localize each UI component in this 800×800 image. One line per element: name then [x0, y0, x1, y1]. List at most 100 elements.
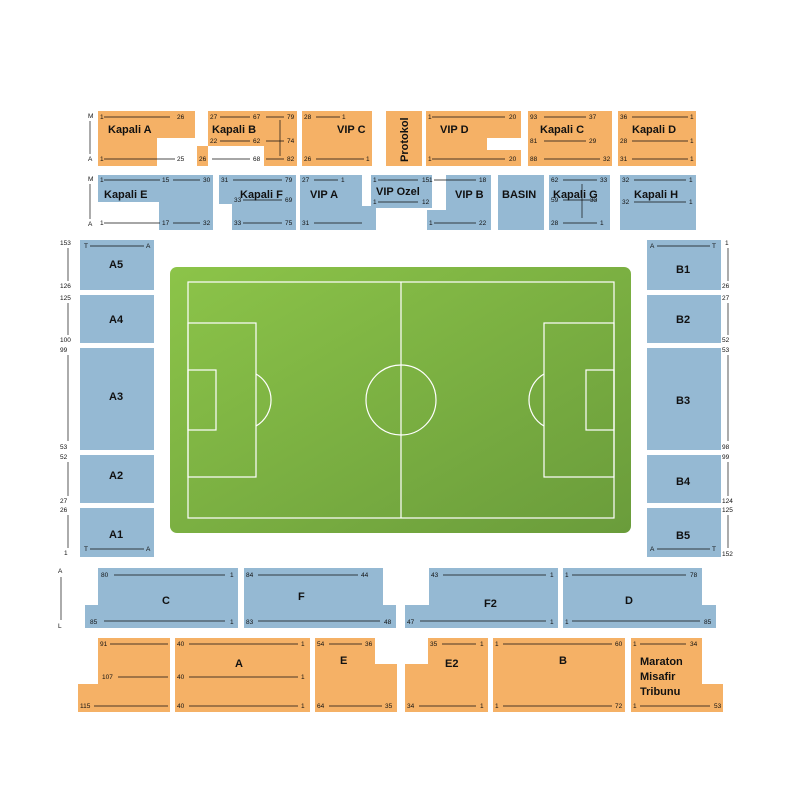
section-label: VIP D: [440, 124, 469, 136]
section-a4[interactable]: 125 100 A4: [60, 295, 154, 344]
section-protokol[interactable]: Protokol: [386, 111, 422, 166]
seat-number: 64: [317, 703, 325, 710]
seat-number: A: [650, 243, 655, 250]
section-label: VIP A: [310, 189, 338, 201]
section-label: A2: [109, 470, 123, 482]
seat-number: T: [84, 546, 88, 553]
section-kapali-f[interactable]: 31 79 33 69 33 75 Kapali F: [219, 175, 296, 230]
seat-number: 72: [615, 703, 623, 710]
seat-number: A: [88, 221, 93, 228]
section-kapali-a[interactable]: 1 26 1 25 Kapali A: [98, 111, 195, 166]
section-label: Kapali D: [632, 124, 676, 136]
seat-number: 26: [60, 507, 68, 514]
seat-number: 53: [714, 703, 722, 710]
section-kapali-d[interactable]: 36 1 28 1 31 1 Kapali D: [618, 111, 696, 166]
seat-number: 1: [100, 156, 104, 163]
seat-number: 1: [100, 114, 104, 121]
seat-number: 30: [203, 177, 211, 184]
seat-number: 124: [722, 498, 733, 505]
section-a1[interactable]: T A 26 1 A1: [60, 507, 154, 557]
section-vip-c[interactable]: 28 1 26 1 VIP C: [302, 111, 372, 166]
section-a3[interactable]: 99 53 A3: [60, 347, 154, 451]
section-vip-ozel[interactable]: 1 15 1 12 VIP Ozel: [371, 175, 432, 208]
section-d[interactable]: 1 78 1 85 D: [563, 568, 716, 628]
seat-number: 31: [302, 220, 310, 227]
seat-number: 85: [90, 619, 98, 626]
section-label: F: [298, 591, 305, 603]
section-a-lower-left[interactable]: 91 107 115: [78, 638, 170, 712]
section-label: Misafir: [640, 671, 676, 683]
section-label: Protokol: [399, 117, 411, 162]
seat-number: 22: [210, 138, 218, 145]
section-vip-d[interactable]: 1 20 1 20 VIP D: [426, 111, 521, 166]
section-label: Kapali C: [540, 124, 584, 136]
seat-number: 1: [725, 240, 729, 247]
seat-number: 52: [722, 337, 730, 344]
section-label: Kapali B: [212, 124, 256, 136]
section-maraton-misafir-tribunu[interactable]: 1 34 1 53 Maraton Misafir Tribunu: [631, 638, 723, 712]
seat-number: 44: [361, 572, 369, 579]
section-b5[interactable]: A T 125 152 B5: [647, 507, 733, 558]
section-label: Tribunu: [640, 686, 680, 698]
seat-number: 53: [722, 347, 730, 354]
seat-number: T: [84, 243, 88, 250]
seat-number: 59: [551, 197, 559, 204]
section-basin[interactable]: BASIN: [498, 175, 544, 230]
section-f[interactable]: 84 44 83 48 F: [244, 568, 396, 628]
section-e[interactable]: 54 36 64 35 E: [315, 638, 397, 712]
section-label: VIP Ozel: [376, 186, 420, 198]
section-b3[interactable]: 53 98 B3: [647, 347, 730, 451]
section-label: B4: [676, 476, 691, 488]
seat-number: 29: [589, 138, 597, 145]
section-label: A4: [109, 314, 124, 326]
section-a5[interactable]: T A 153 126 A5: [60, 240, 154, 290]
section-label: E: [340, 655, 347, 667]
seat-number: 1: [689, 199, 693, 206]
seat-number: 28: [620, 138, 628, 145]
section-kapali-c[interactable]: 93 37 81 29 88 32 Kapali C: [528, 111, 612, 166]
section-b1[interactable]: A T 1 26 B1: [647, 240, 730, 290]
seat-number: 1: [373, 177, 377, 184]
seat-number: 12: [422, 199, 430, 206]
section-a-lower[interactable]: 40 1 40 1 40 1 A: [175, 638, 310, 712]
section-label: D: [625, 595, 633, 607]
section-e2[interactable]: 35 1 34 1 E2: [405, 638, 488, 712]
section-f2[interactable]: 43 1 47 1 F2: [405, 568, 558, 628]
seat-number: 74: [287, 138, 295, 145]
section-b4[interactable]: 99 124 B4: [647, 454, 733, 505]
seat-number: 43: [431, 572, 439, 579]
seat-number: 1: [428, 114, 432, 121]
seat-number: 81: [530, 138, 538, 145]
seat-number: 1: [689, 177, 693, 184]
section-vip-a[interactable]: 27 1 31 1 VIP A: [300, 175, 372, 230]
seat-number: 60: [615, 641, 623, 648]
seat-number: 35: [385, 703, 393, 710]
row-letters: M A M A A L: [58, 113, 93, 630]
seat-number: T: [712, 243, 716, 250]
seat-number: 99: [60, 347, 68, 354]
seat-number: 1: [495, 641, 499, 648]
section-b2[interactable]: 27 52 B2: [647, 295, 730, 344]
football-pitch: [170, 267, 631, 533]
seat-number: 84: [246, 572, 254, 579]
section-label: Kapali G: [553, 189, 598, 201]
section-kapali-h[interactable]: 32 1 32 1 Kapali H: [620, 175, 696, 230]
seat-number: 15: [422, 177, 430, 184]
section-a2[interactable]: 52 27 A2: [60, 454, 154, 505]
seat-number: 32: [603, 156, 611, 163]
section-label: Kapali H: [634, 189, 678, 201]
seat-number: 17: [162, 220, 170, 227]
seat-number: 36: [620, 114, 628, 121]
seat-number: 27: [302, 177, 310, 184]
seat-number: 1: [301, 674, 305, 681]
section-label: E2: [445, 658, 458, 670]
section-kapali-g[interactable]: 62 33 59 33 28 1 Kapali G: [549, 175, 610, 230]
seat-number: 1: [550, 572, 554, 579]
seat-number: 153: [60, 240, 71, 247]
section-b-lower[interactable]: 1 60 1 72 B: [493, 638, 625, 712]
section-kapali-b[interactable]: 27 67 79 22 62 74 26 68 82 Kapali B: [197, 111, 297, 166]
section-kapali-e[interactable]: 1 15 30 1 17 32 Kapali E: [98, 175, 213, 230]
section-c[interactable]: 80 1 85 1 C: [85, 568, 238, 628]
section-vip-b[interactable]: 1 18 1 22 VIP B: [427, 175, 491, 230]
